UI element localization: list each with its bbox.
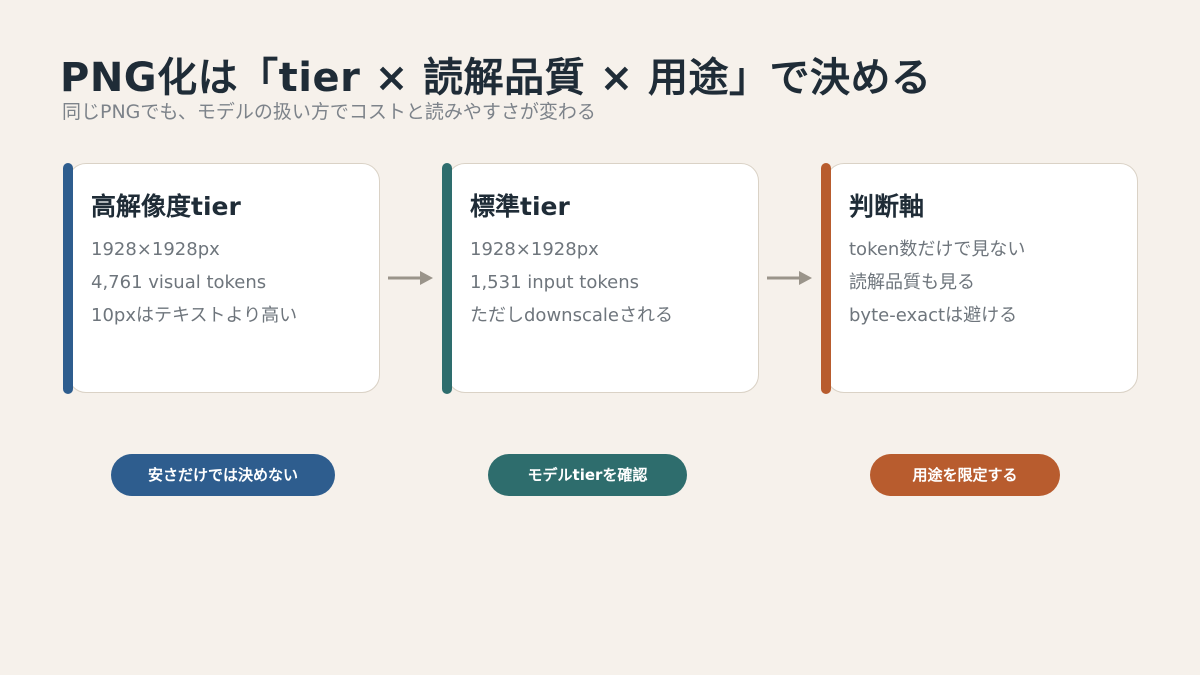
card-line: ただしdownscaleされる [470,305,673,326]
card-standard-tier: 標準tier 1928×1928px 1,531 input tokens ただ… [442,163,759,394]
card-accent-bar [63,163,73,394]
card-title: 判断軸 [849,192,925,221]
arrow-right-icon [767,271,812,285]
card-line: token数だけで見ない [849,239,1026,260]
card-title: 高解像度tier [91,192,241,221]
card-title: 標準tier [470,192,570,221]
arrow-right-icon [388,271,433,285]
card-accent-bar [442,163,452,394]
page-subtitle: 同じPNGでも、モデルの扱い方でコストと読みやすさが変わる [62,101,596,123]
card-line: byte-exactは避ける [849,305,1018,326]
card-line: 読解品質も見る [849,272,975,293]
card-line: 1928×1928px [91,239,220,260]
card-line: 1928×1928px [470,239,599,260]
pill-check-model-tier: モデルtierを確認 [488,454,687,496]
card-high-res-tier: 高解像度tier 1928×1928px 4,761 visual tokens… [63,163,380,394]
pill-limit-use-case: 用途を限定する [870,454,1060,496]
card-line: 10pxはテキストより高い [91,305,298,326]
card-line: 1,531 input tokens [470,272,639,293]
card-line: 4,761 visual tokens [91,272,267,293]
card-accent-bar [821,163,831,394]
page-title: PNG化は「tier × 読解品質 × 用途」で決める [60,55,932,101]
card-decision-axis: 判断軸 token数だけで見ない 読解品質も見る byte-exactは避ける [821,163,1138,394]
pill-dont-decide-on-price: 安さだけでは決めない [111,454,335,496]
